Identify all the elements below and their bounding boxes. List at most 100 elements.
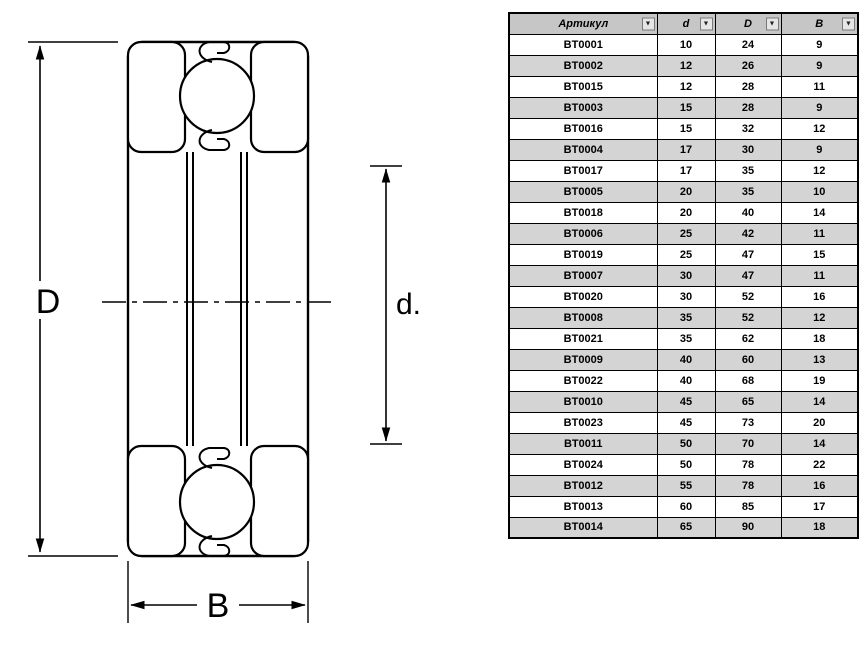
cell-article: BT0021 xyxy=(508,327,658,350)
filter-dropdown-button[interactable]: ▼ xyxy=(765,17,779,31)
cell-d: 20 xyxy=(656,180,716,203)
cell-D: 35 xyxy=(714,180,782,203)
header-row: Артикул ▼ d ▼ D ▼ B ▼ xyxy=(508,12,859,35)
cell-B: 11 xyxy=(780,75,859,98)
cell-D: 47 xyxy=(714,243,782,266)
cell-d: 20 xyxy=(656,201,716,224)
cell-B: 9 xyxy=(780,138,859,161)
column-header-d[interactable]: d ▼ xyxy=(656,12,716,35)
cell-article: BT0020 xyxy=(508,285,658,308)
column-header-label: Артикул xyxy=(558,17,609,30)
cell-B: 12 xyxy=(780,159,859,182)
cell-D: 68 xyxy=(714,369,782,392)
cell-D: 47 xyxy=(714,264,782,287)
cell-d: 25 xyxy=(656,243,716,266)
cell-article: BT0014 xyxy=(508,516,658,539)
cell-D: 62 xyxy=(714,327,782,350)
cell-article: BT0001 xyxy=(508,33,658,56)
cell-B: 15 xyxy=(780,243,859,266)
filter-dropdown-button[interactable]: ▼ xyxy=(842,17,855,31)
cell-d: 50 xyxy=(656,432,716,455)
cell-B: 19 xyxy=(780,369,859,392)
inner-bore-lines xyxy=(186,152,248,446)
cell-article: BT0013 xyxy=(508,495,658,518)
column-header-article[interactable]: Артикул ▼ xyxy=(508,12,658,35)
cell-article: BT0019 xyxy=(508,243,658,266)
cell-B: 13 xyxy=(780,348,859,371)
cell-article: BT0010 xyxy=(508,390,658,413)
cell-d: 15 xyxy=(656,117,716,140)
dimension-B xyxy=(127,561,309,623)
cell-B: 14 xyxy=(780,201,859,224)
cell-d: 17 xyxy=(656,159,716,182)
cell-d: 15 xyxy=(656,96,716,119)
cell-d: 50 xyxy=(656,453,716,476)
cell-B: 9 xyxy=(780,54,859,77)
cage-clip-top-lower xyxy=(198,129,231,151)
cell-B: 10 xyxy=(780,180,859,203)
cell-d: 45 xyxy=(656,390,716,413)
cell-B: 16 xyxy=(780,285,859,308)
cell-article: BT0004 xyxy=(508,138,658,161)
cell-B: 14 xyxy=(780,390,859,413)
column-header-D[interactable]: D ▼ xyxy=(714,12,782,35)
cell-B: 9 xyxy=(780,96,859,119)
dimension-label-D: D xyxy=(36,283,61,321)
cell-B: 12 xyxy=(780,306,859,329)
cell-article: BT0022 xyxy=(508,369,658,392)
cell-D: 70 xyxy=(714,432,782,455)
bearing-diagram: D d. B xyxy=(28,40,421,625)
filter-dropdown-button[interactable]: ▼ xyxy=(641,17,655,31)
cell-d: 17 xyxy=(656,138,716,161)
cell-D: 26 xyxy=(714,54,782,77)
cell-D: 32 xyxy=(714,117,782,140)
chevron-down-icon: ▼ xyxy=(702,20,710,28)
cell-d: 65 xyxy=(656,516,716,539)
cell-D: 85 xyxy=(714,495,782,518)
cage-clip-bottom-lower xyxy=(198,535,231,557)
cell-d: 40 xyxy=(656,348,716,371)
cell-d: 25 xyxy=(656,222,716,245)
cell-B: 11 xyxy=(780,222,859,245)
bearing-size-table-container: Артикул ▼ d ▼ D ▼ B ▼ xyxy=(508,12,859,539)
bearing-size-table: Артикул ▼ d ▼ D ▼ B ▼ xyxy=(508,12,859,539)
cell-d: 45 xyxy=(656,411,716,434)
cell-article: BT0007 xyxy=(508,264,658,287)
cell-d: 35 xyxy=(656,327,716,350)
cell-D: 52 xyxy=(714,285,782,308)
cell-D: 90 xyxy=(714,516,782,539)
cell-article: BT0006 xyxy=(508,222,658,245)
cell-article: BT0023 xyxy=(508,411,658,434)
column-header-label: d xyxy=(682,17,690,30)
cell-article: BT0018 xyxy=(508,201,658,224)
cell-B: 11 xyxy=(780,264,859,287)
cell-article: BT0016 xyxy=(508,117,658,140)
cell-B: 22 xyxy=(780,453,859,476)
cell-B: 18 xyxy=(780,516,859,539)
cell-d: 60 xyxy=(656,495,716,518)
cell-d: 55 xyxy=(656,474,716,497)
cell-D: 52 xyxy=(714,306,782,329)
cell-article: BT0002 xyxy=(508,54,658,77)
column-header-B[interactable]: B ▼ xyxy=(780,12,859,35)
cell-article: BT0017 xyxy=(508,159,658,182)
top-left-washer xyxy=(126,40,187,154)
filter-dropdown-button[interactable]: ▼ xyxy=(699,17,713,31)
cell-article: BT0024 xyxy=(508,453,658,476)
cell-B: 12 xyxy=(780,117,859,140)
